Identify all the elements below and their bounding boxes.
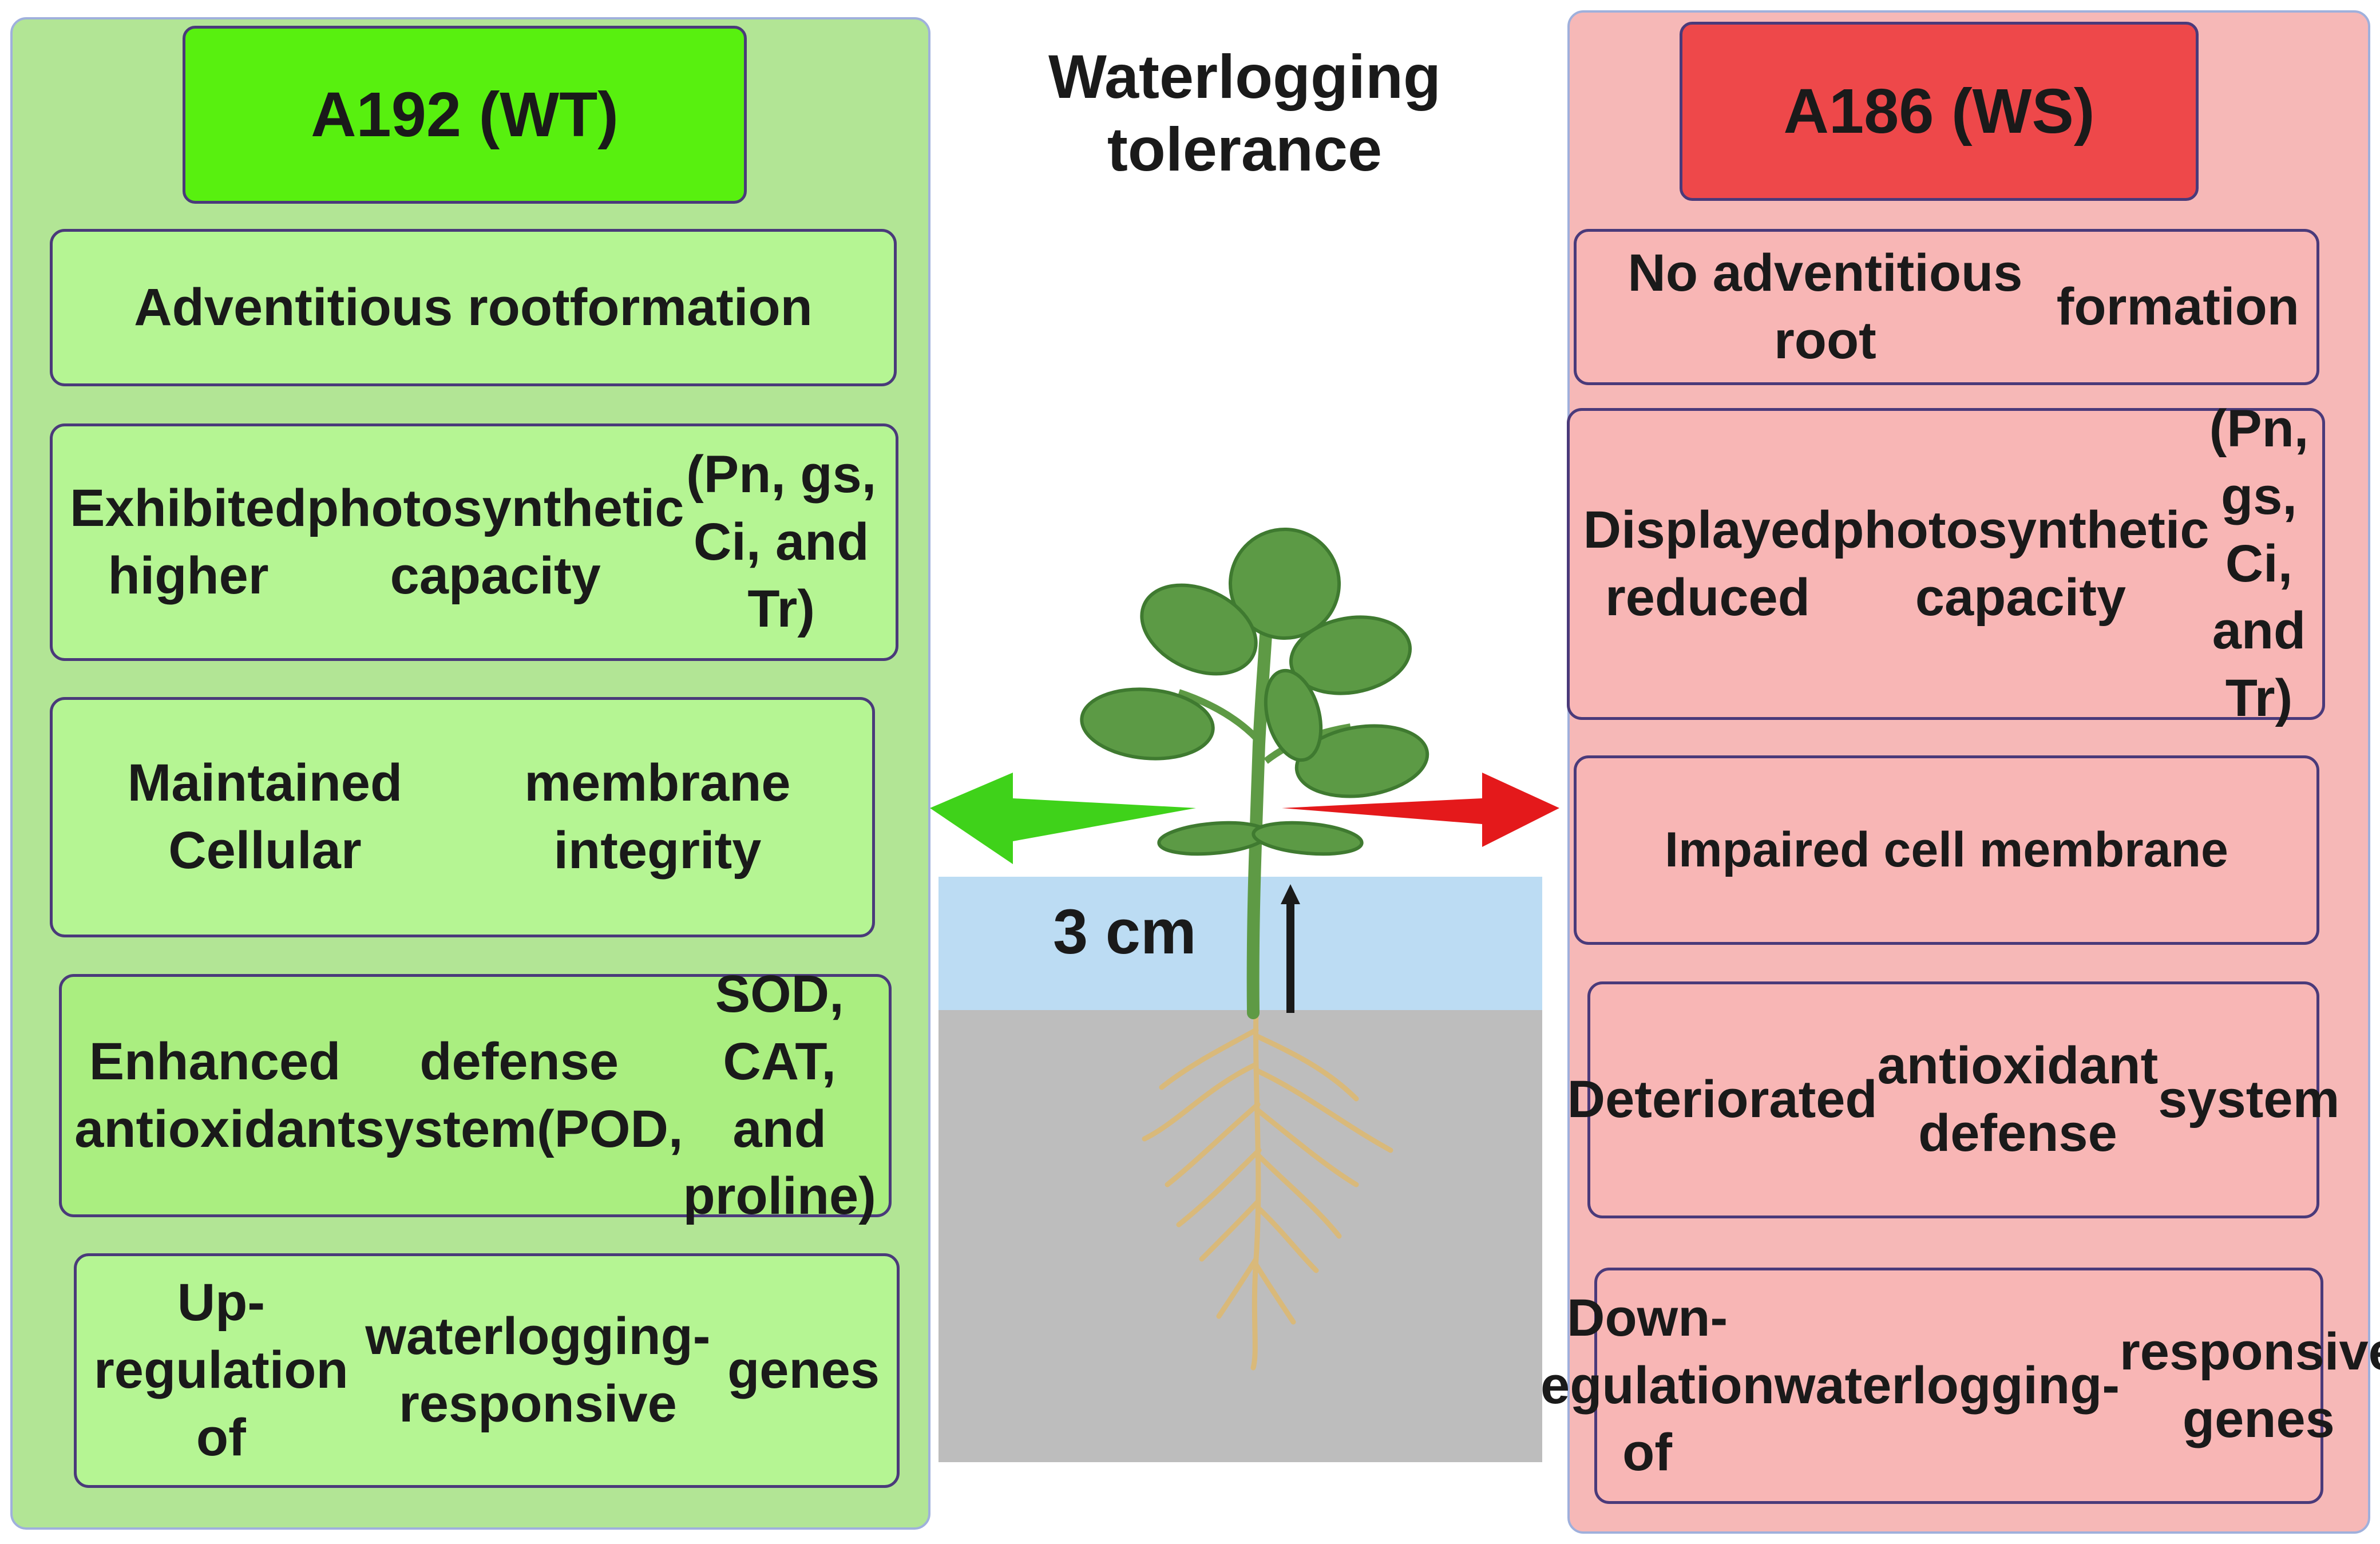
card-line: defense system(POD, [355, 1032, 683, 1158]
card-line: membrane integrity [524, 754, 791, 880]
title-line-1: Waterlogging [1048, 42, 1441, 111]
card-line: Exhibited higher [70, 478, 307, 605]
card-line: antioxidant defense [1877, 1036, 2159, 1162]
card-line: Down-regulation of [1520, 1288, 1775, 1482]
ws-card-membrane: Impaired cell membrane [1574, 755, 2319, 945]
card-line: photosynthetic capacity [307, 478, 684, 605]
card-line: Displayed reduced [1583, 500, 1832, 627]
ws-card-antioxidant: Deteriorated antioxidant defense system [1567, 981, 2339, 1218]
soil-block [938, 1010, 1542, 1462]
card-line: waterlogging- responsive [365, 1307, 711, 1433]
card-line: formation [569, 278, 813, 336]
stem-icon [1246, 600, 1274, 1019]
ws-card-adventitious-root: No adventitious root formation [1574, 229, 2319, 385]
ws-card-gene-regulation: Down-regulation of waterlogging- respons… [1520, 1268, 2380, 1504]
depth-arrow-icon [1281, 884, 1300, 1013]
card-line: (Pn, gs, Ci, and Tr) [686, 445, 877, 639]
arrow-right-red-icon [1282, 773, 1559, 847]
card-line: system [2158, 1070, 2340, 1129]
card-line: Up-regulation of [94, 1273, 349, 1467]
wt-card-antioxidant: Enhanced antioxidant defense system(POD,… [59, 965, 892, 1225]
card-line: No adventitious root [1627, 243, 2023, 370]
card-line: Deteriorated [1567, 1070, 1878, 1129]
card-line: Adventitious root [134, 278, 570, 336]
arrow-left-green-icon [930, 773, 1196, 864]
card-line: SOD, CAT, and proline) [683, 965, 876, 1226]
ws-card-photosynthesis: Displayed reduced photosynthetic capacit… [1567, 399, 2325, 727]
card-line: genes [727, 1341, 880, 1400]
card-line: responsive genes [2119, 1322, 2380, 1448]
wt-header: A192 (WT) [183, 26, 747, 204]
ws-header: A186 (WS) [1680, 22, 2199, 201]
roots-icon [1142, 1004, 1393, 1371]
wt-card-membrane: Maintained Cellular membrane integrity [50, 697, 875, 937]
card-line: photosynthetic capacity [1832, 500, 2209, 627]
wt-card-photosynthesis: Exhibited higher photosynthetic capacity… [50, 423, 898, 661]
depth-label: 3 cm [1053, 897, 1197, 967]
card-line: (Pn, gs, Ci, and Tr) [2209, 399, 2309, 728]
card-line: Impaired cell membrane [1665, 822, 2228, 878]
wt-card-gene-regulation: Up-regulation of waterlogging- responsiv… [74, 1253, 900, 1488]
water-layer [938, 877, 1542, 1010]
card-line: formation [2056, 277, 2299, 336]
card-line: Maintained Cellular [127, 754, 403, 880]
card-line: waterlogging- [1774, 1356, 2120, 1415]
diagram-title: Waterlogging tolerance [973, 40, 1516, 186]
wt-card-adventitious-root: Adventitious root formation [50, 229, 897, 386]
title-line-2: tolerance [1107, 114, 1383, 184]
card-line: Enhanced antioxidant [74, 1032, 355, 1158]
leaves-icon [1080, 528, 1429, 856]
branch-left [1178, 689, 1265, 746]
